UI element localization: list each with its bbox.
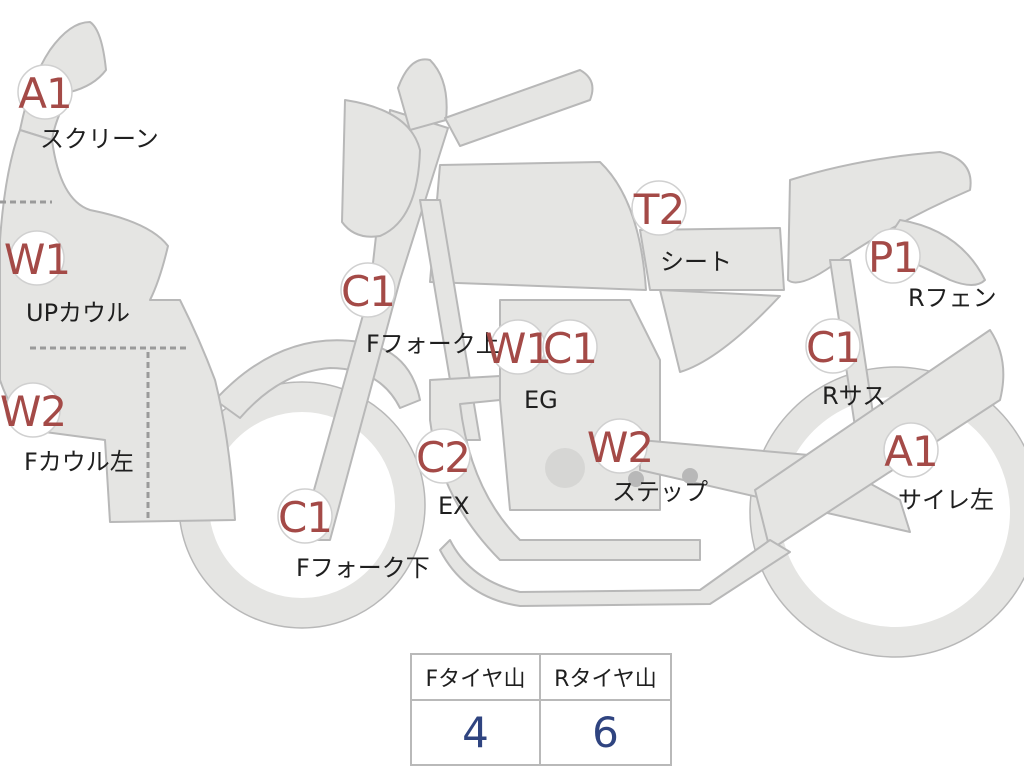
handlebar-part xyxy=(397,58,448,131)
part-code-silencer-left: A1 xyxy=(884,427,938,476)
handlebar-bar xyxy=(444,69,594,147)
step-bolt-1 xyxy=(628,471,644,487)
fuel-tank xyxy=(429,161,647,291)
callout-circle xyxy=(340,262,396,318)
callout-circle xyxy=(805,318,861,374)
part-label-seat: シート xyxy=(660,248,732,276)
part-label-rear-suspension: Rサス xyxy=(822,382,887,410)
callout-circle xyxy=(592,418,648,474)
part-code-fork-lower: C1 xyxy=(277,493,333,542)
part-code-screen: A1 xyxy=(18,69,72,118)
part-code-exhaust: C2 xyxy=(415,433,471,482)
part-code-seat: T2 xyxy=(633,185,685,234)
tire-tread-table: Fタイヤ山 Rタイヤ山 4 6 xyxy=(410,653,672,766)
part-label-step: ステップ xyxy=(612,478,708,506)
callout-circle xyxy=(631,180,687,236)
step-bolt-2 xyxy=(682,468,698,484)
engine-cover xyxy=(545,448,585,488)
headlight-part xyxy=(341,99,421,238)
part-code-front-cowl-left: W2 xyxy=(0,387,67,436)
rear-tire-tread-value: 6 xyxy=(592,708,619,757)
callout-circle xyxy=(415,428,471,484)
part-code-upper-cowl: W1 xyxy=(3,235,71,284)
rear-tire-tread-header: Rタイヤ山 xyxy=(541,655,670,701)
part-label-silencer-left: サイレ左 xyxy=(898,486,994,514)
seat-part xyxy=(639,227,785,291)
part-label-exhaust: EX xyxy=(438,492,470,520)
side-cover xyxy=(659,289,781,373)
part-label-upper-cowl: UPカウル xyxy=(26,299,131,327)
callout-circle xyxy=(865,228,921,284)
part-label-rear-fender: Rフェン xyxy=(908,284,997,312)
callout-circle xyxy=(277,488,333,544)
part-code-rear-suspension: C1 xyxy=(805,323,861,372)
part-label-fork-lower: Fフォーク下 xyxy=(296,554,430,582)
callout-circle xyxy=(5,382,61,438)
callout-circle xyxy=(9,230,65,286)
muffler-part xyxy=(754,329,1005,551)
lower-frame xyxy=(439,539,791,607)
part-label-screen: スクリーン xyxy=(40,125,159,153)
tail-cowl xyxy=(787,151,972,284)
rear-wheel-outer-edge xyxy=(749,366,1024,658)
callout-circle xyxy=(17,64,73,120)
part-label-engine: EG xyxy=(524,386,558,414)
part-code-engine-2: C1 xyxy=(542,324,598,373)
part-code-step: W2 xyxy=(586,423,654,472)
part-label-front-cowl-left: Fカウル左 xyxy=(24,448,134,476)
part-label-fork-upper: Fフォーク上 xyxy=(366,330,500,358)
front-tire-tread-value: 4 xyxy=(412,701,541,764)
upper-cowl-part xyxy=(0,129,236,523)
callout-circle xyxy=(542,319,598,375)
part-code-engine-1: W1 xyxy=(484,324,552,373)
front-tire-tread-header: Fタイヤ山 xyxy=(412,655,541,701)
part-code-rear-fender: P1 xyxy=(867,233,919,282)
part-code-fork-upper: C1 xyxy=(340,267,396,316)
callout-circle xyxy=(883,422,939,478)
